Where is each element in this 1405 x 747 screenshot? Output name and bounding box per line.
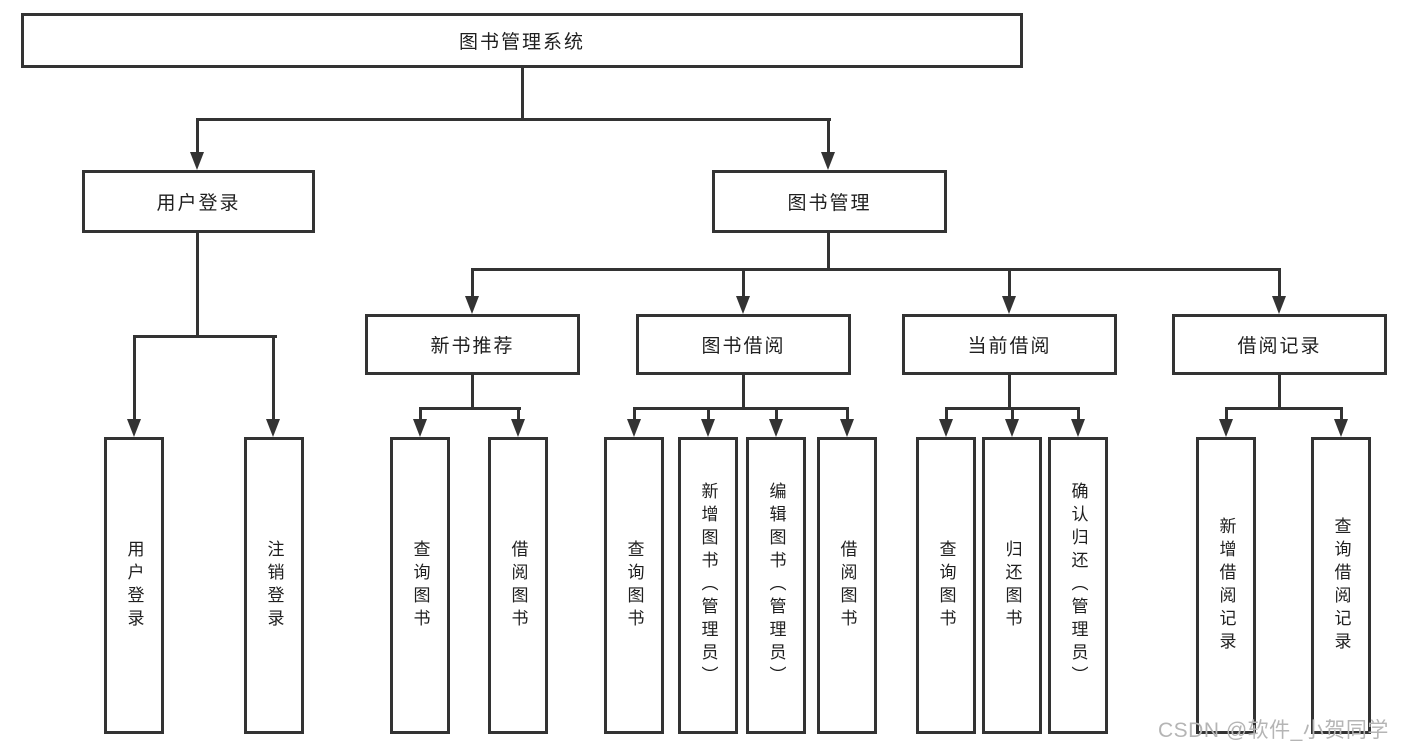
connector-line [471, 373, 474, 409]
leaf-bb-query-book-label: 查询图书 [624, 539, 644, 632]
connector-line [1077, 407, 1080, 421]
arrow-down-marker [511, 419, 525, 437]
connector-line [707, 407, 710, 421]
node-current-borrow: 当前借阅 [902, 314, 1117, 375]
arrow-down-marker [1219, 419, 1233, 437]
connector-line [1008, 373, 1011, 409]
leaf-cb-query-book-label: 查询图书 [936, 539, 956, 632]
arrow-down-marker [1071, 419, 1085, 437]
leaf-nbr-borrow-book: 借阅图书 [488, 437, 548, 734]
node-root-label: 图书管理系统 [458, 32, 585, 53]
connector-line [419, 407, 422, 421]
node-book-management: 图书管理 [712, 170, 947, 233]
connector-line [196, 118, 831, 121]
connector-line [742, 268, 745, 298]
connector-line [1278, 373, 1281, 409]
connector-line [633, 407, 636, 421]
connector-line [1011, 407, 1014, 421]
connector-line [272, 335, 275, 421]
arrow-down-marker [1005, 419, 1019, 437]
node-new-book-recommend-label: 新书推荐 [430, 336, 515, 357]
node-book-management-label: 图书管理 [787, 193, 872, 214]
leaf-bb-borrow-book-label: 借阅图书 [837, 539, 857, 632]
arrow-down-marker [627, 419, 641, 437]
leaf-nbr-borrow-book-label: 借阅图书 [508, 539, 528, 632]
leaf-br-query-record-label: 查询借阅记录 [1331, 516, 1351, 655]
arrow-down-marker [1272, 296, 1286, 314]
leaf-bb-edit-book-admin: 编辑图书（管理员） [746, 437, 806, 734]
arrow-down-marker [413, 419, 427, 437]
connector-line [846, 407, 849, 421]
leaf-br-query-record: 查询借阅记录 [1311, 437, 1371, 734]
connector-line [1225, 407, 1342, 410]
arrow-down-marker [736, 296, 750, 314]
connector-line [827, 231, 830, 270]
arrow-down-marker [821, 152, 835, 170]
arrow-down-marker [1002, 296, 1016, 314]
arrow-down-marker [939, 419, 953, 437]
node-new-book-recommend: 新书推荐 [365, 314, 580, 375]
arrow-down-marker [840, 419, 854, 437]
leaf-cb-query-book: 查询图书 [916, 437, 976, 734]
csdn-watermark: CSDN @软件_小贺同学 [1158, 719, 1389, 742]
connector-line [196, 118, 199, 154]
arrow-down-marker [127, 419, 141, 437]
leaf-bb-edit-book-admin-label: 编辑图书（管理员） [766, 482, 786, 689]
leaf-cb-return-book-label: 归还图书 [1002, 539, 1022, 632]
connector-line [1008, 268, 1011, 298]
connector-line [133, 335, 136, 421]
node-book-borrow: 图书借阅 [636, 314, 851, 375]
arrow-down-marker [769, 419, 783, 437]
node-user-login-label: 用户登录 [156, 193, 241, 214]
leaf-bb-borrow-book: 借阅图书 [817, 437, 877, 734]
arrow-down-marker [465, 296, 479, 314]
leaf-bb-add-book-admin-label: 新增图书（管理员） [698, 482, 718, 689]
leaf-nbr-query-book-label: 查询图书 [410, 539, 430, 632]
leaf-logout-label: 注销登录 [264, 539, 284, 632]
leaf-br-add-record-label: 新增借阅记录 [1216, 516, 1236, 655]
connector-line [775, 407, 778, 421]
leaf-nbr-query-book: 查询图书 [390, 437, 450, 734]
leaf-bb-add-book-admin: 新增图书（管理员） [678, 437, 738, 734]
leaf-bb-query-book: 查询图书 [604, 437, 664, 734]
connector-line [133, 335, 277, 338]
leaf-cb-confirm-return-admin: 确认归还（管理员） [1048, 437, 1108, 734]
connector-line [945, 407, 948, 421]
leaf-logout: 注销登录 [244, 437, 304, 734]
node-borrow-record-label: 借阅记录 [1237, 336, 1322, 357]
arrow-down-marker [266, 419, 280, 437]
connector-line [633, 407, 849, 410]
connector-line [1225, 407, 1228, 421]
node-root: 图书管理系统 [21, 13, 1023, 68]
arrow-down-marker [190, 152, 204, 170]
leaf-user-login: 用户登录 [104, 437, 164, 734]
node-book-borrow-label: 图书借阅 [701, 336, 786, 357]
connector-line [1340, 407, 1343, 421]
connector-line [742, 373, 745, 409]
connector-line [827, 118, 830, 154]
connector-line [521, 66, 524, 120]
node-borrow-record: 借阅记录 [1172, 314, 1387, 375]
arrow-down-marker [701, 419, 715, 437]
connector-line [471, 268, 474, 298]
node-user-login: 用户登录 [82, 170, 315, 233]
node-current-borrow-label: 当前借阅 [967, 336, 1052, 357]
connector-line [471, 268, 1281, 271]
leaf-user-login-label: 用户登录 [124, 539, 144, 632]
connector-line [419, 407, 521, 410]
arrow-down-marker [1334, 419, 1348, 437]
connector-line [196, 231, 199, 337]
connector-line [517, 407, 520, 421]
leaf-br-add-record: 新增借阅记录 [1196, 437, 1256, 734]
leaf-cb-return-book: 归还图书 [982, 437, 1042, 734]
connector-line [1278, 268, 1281, 298]
leaf-cb-confirm-return-admin-label: 确认归还（管理员） [1068, 482, 1088, 689]
